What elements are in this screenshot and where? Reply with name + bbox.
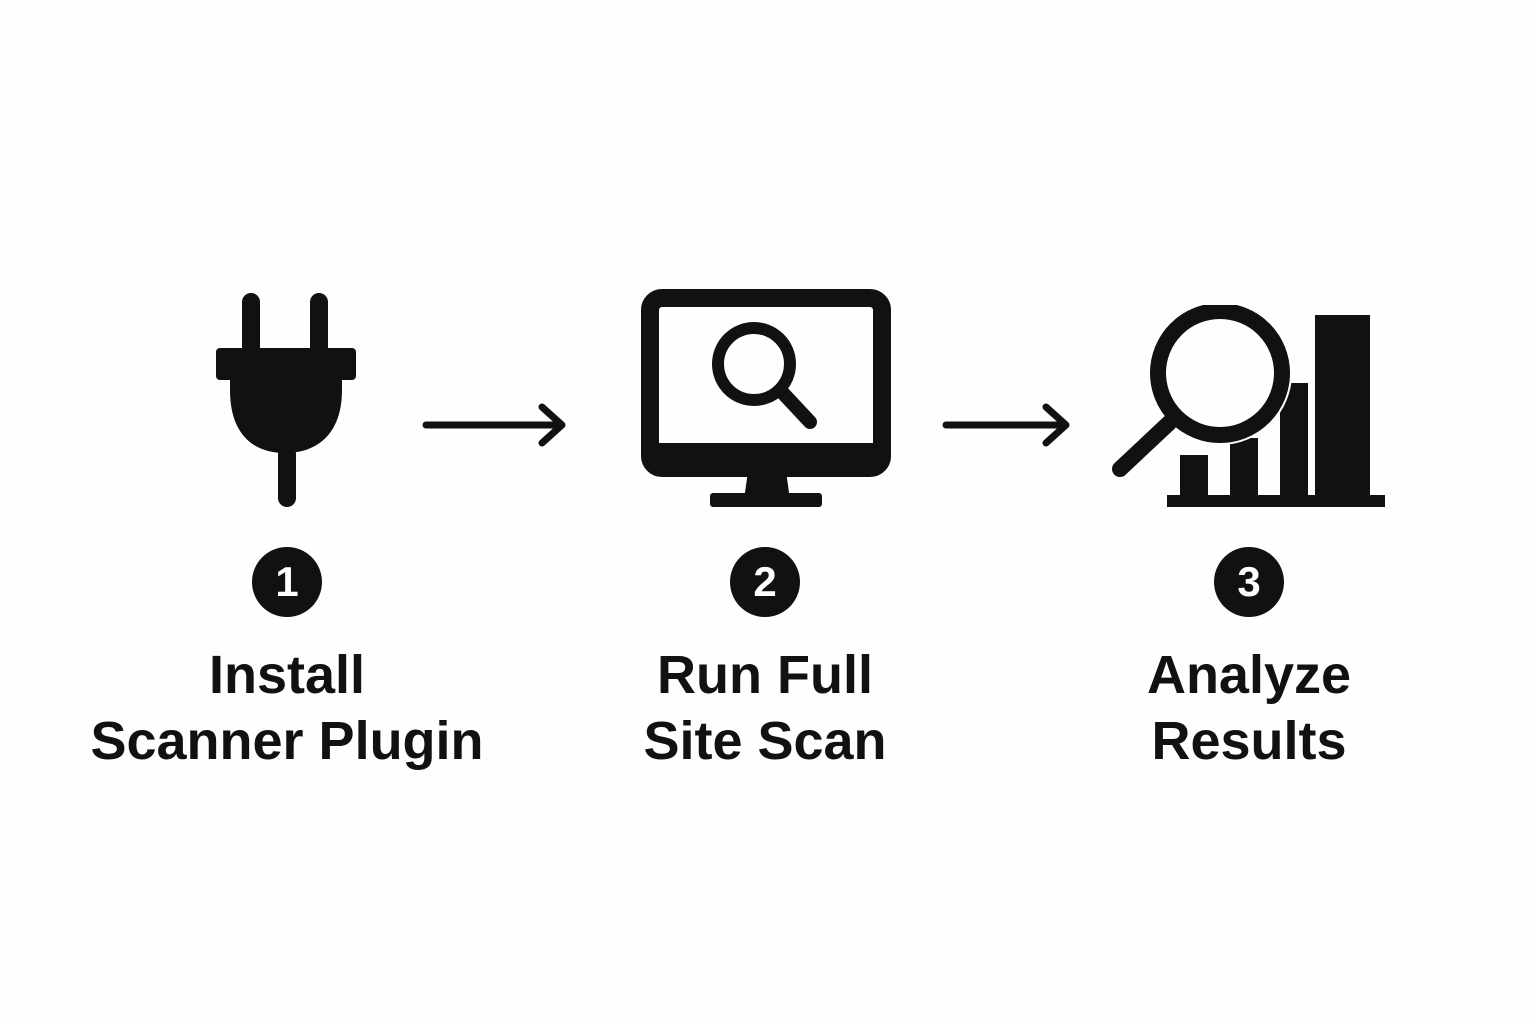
step-label: Install Scanner Plugin (7, 642, 567, 774)
step-label-line: Run Full (657, 645, 873, 705)
step-label: Analyze Results (969, 642, 1529, 774)
plug-icon (216, 293, 356, 507)
magnifier-chart-icon (1112, 305, 1385, 507)
arrow-right-icon (942, 403, 1070, 447)
step-label-line: Results (1151, 711, 1347, 771)
step-label-line: Site Scan (643, 711, 887, 771)
step-number-badge: 2 (730, 547, 800, 617)
arrow-right-icon (422, 403, 566, 447)
monitor-search-icon (641, 289, 891, 507)
step-label-line: Scanner Plugin (90, 711, 484, 771)
step-label-line: Install (208, 645, 366, 705)
step-label: Run Full Site Scan (485, 642, 1045, 774)
step-label-line: Analyze (1146, 645, 1352, 705)
step-number-badge: 3 (1214, 547, 1284, 617)
step-number-badge: 1 (252, 547, 322, 617)
